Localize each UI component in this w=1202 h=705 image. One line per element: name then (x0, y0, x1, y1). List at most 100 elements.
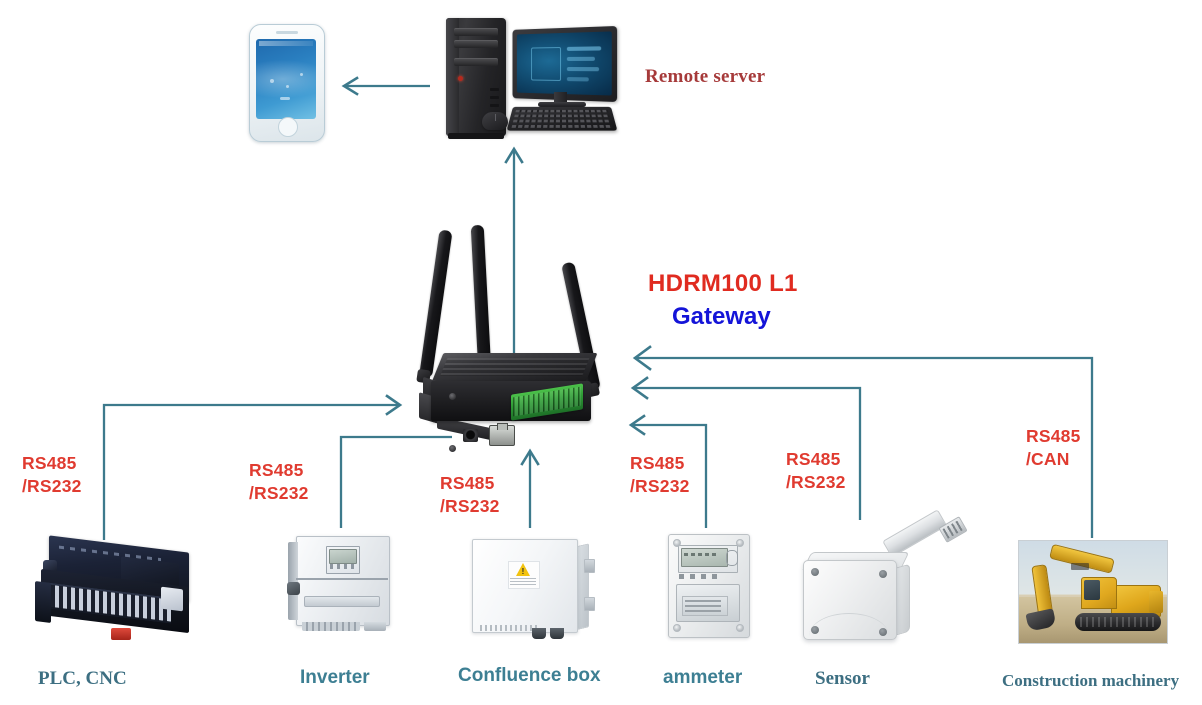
inverter-lcd-screen (329, 549, 357, 564)
pc-tower (446, 18, 506, 139)
pc-drive-bay (454, 28, 498, 36)
plc-side-cap (35, 581, 51, 623)
monitor-bezel (512, 25, 618, 103)
hdrm100-gateway-device (405, 224, 635, 452)
meter-nameplate-line (685, 600, 721, 602)
protocol-label-construction: RS485 /CAN (1026, 426, 1081, 469)
inverter-side-panel (288, 542, 298, 620)
sensor-screw (879, 570, 887, 578)
meter-keypad (679, 574, 719, 579)
pc-tower-base (448, 133, 504, 139)
remote-server-computer (424, 8, 620, 146)
smartphone-device (249, 24, 325, 142)
phone-screen (256, 39, 316, 119)
gateway-model-label: HDRM100 L1 (648, 270, 798, 297)
combiner-latch (584, 597, 595, 611)
warning-triangle-icon (516, 563, 530, 576)
monitor-stand-neck (554, 92, 567, 104)
plc-cnc-device (35, 535, 207, 640)
meter-optical-port (726, 550, 738, 566)
screen-graphic (531, 47, 562, 81)
pc-drive-bay (454, 58, 498, 66)
antenna-center (470, 224, 491, 372)
construction-machinery-photo (1018, 540, 1168, 644)
excavator-track (1075, 613, 1161, 631)
screen-graphic (566, 77, 589, 82)
meter-nameplate-line (685, 610, 721, 612)
inverter-panel-seam (296, 578, 388, 580)
gateway-chassis (419, 353, 598, 452)
monitor-stand-base (538, 102, 586, 107)
keyboard-row (511, 125, 613, 128)
remote-server-label: Remote server (645, 66, 766, 87)
inverter-wiring-box (364, 622, 386, 631)
excavator-brand-mark (1071, 563, 1089, 570)
gateway-subtitle-label: Gateway (672, 303, 771, 330)
phone-statusbar (259, 41, 313, 46)
sensor-screw (879, 628, 887, 636)
pc-drive-bay (454, 40, 498, 48)
meter-nameplate-line (685, 605, 721, 607)
plc-din-rail-clip (111, 628, 131, 640)
sensor-face-curve (809, 613, 889, 636)
keyboard-row (514, 114, 610, 118)
meter-lcd-digits (684, 553, 718, 556)
meter-screw (736, 539, 744, 547)
screen-graphic (566, 56, 595, 61)
screen-graphic (566, 67, 600, 72)
protocol-label-ammeter: RS485 /RS232 (630, 453, 690, 496)
phone-ui-dot (300, 73, 303, 76)
protocol-label-inverter: RS485 /RS232 (249, 460, 309, 503)
panel-screw (449, 445, 456, 452)
device-label-ammeter: ammeter (663, 667, 743, 688)
sensor-screw (811, 626, 819, 634)
rj45-ethernet-port (489, 423, 515, 446)
combiner-vent-slots (480, 625, 538, 631)
pc-mouse (482, 112, 508, 130)
protocol-label-sensor: RS485 /RS232 (786, 449, 846, 492)
phone-ui-bar (280, 97, 290, 100)
inverter-heatsink-fins (302, 622, 360, 631)
pc-keyboard (506, 106, 618, 131)
cable-gland (550, 628, 564, 639)
meter-lcd-screen (681, 548, 728, 567)
inverter-device (287, 536, 394, 640)
device-label-confluence-box: Confluence box (458, 665, 601, 686)
pc-power-led (458, 76, 463, 81)
confluence-box-device (470, 533, 595, 641)
device-label-inverter: Inverter (300, 667, 370, 688)
plc-label-plate (161, 586, 183, 612)
monitor-screen (516, 31, 612, 96)
panel-screw (449, 393, 456, 400)
meter-screw (736, 624, 744, 632)
protocol-label-confluence: RS485 /RS232 (440, 473, 500, 516)
inverter-brand-strip (304, 596, 380, 607)
power-jack-port (463, 429, 478, 442)
excavator-counterweight (1149, 591, 1163, 613)
protocol-label-plc: RS485 /RS232 (22, 453, 82, 496)
pc-monitor (508, 25, 618, 107)
warning-label-text (510, 578, 536, 585)
combiner-latch (584, 559, 595, 573)
sensor-device (795, 509, 975, 646)
pc-vent (490, 104, 499, 107)
pc-vent (490, 96, 499, 99)
device-label-construction-machinery: Construction machinery (1002, 671, 1180, 690)
meter-screw (673, 539, 681, 547)
sensor-screw (811, 568, 819, 576)
inverter-buttons (330, 564, 354, 569)
keyboard-row (512, 119, 612, 123)
meter-screw (673, 624, 681, 632)
screen-graphic (566, 46, 602, 51)
pc-vent (490, 88, 499, 91)
phone-home-button (278, 117, 298, 137)
cable-gland (532, 628, 546, 639)
phone-ui-dot (270, 79, 274, 83)
device-label-plc: PLC, CNC (38, 668, 127, 689)
ammeter-device (668, 534, 752, 640)
keyboard-row (515, 109, 609, 113)
phone-ui-dot (286, 85, 289, 88)
excavator-cab-window (1084, 580, 1100, 600)
